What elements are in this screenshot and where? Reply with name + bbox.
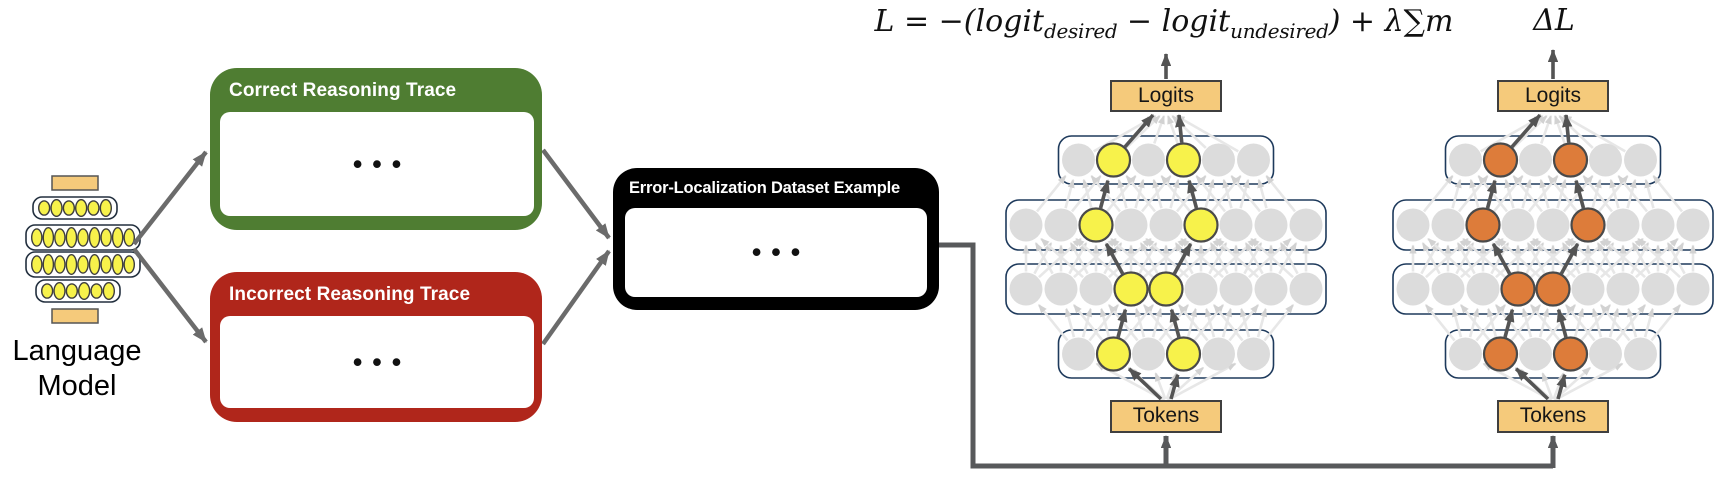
- highlighted-node: [1113, 271, 1149, 307]
- node: [1254, 208, 1288, 242]
- node: [1202, 337, 1235, 371]
- tokens-box-network-2: Tokens: [1497, 400, 1609, 433]
- nodes: [1396, 142, 1710, 372]
- node: [1676, 208, 1710, 242]
- node: [1149, 208, 1183, 242]
- highlighted-node: [1482, 142, 1519, 178]
- node: [1289, 208, 1323, 242]
- node: [1449, 337, 1482, 371]
- incorrect-reasoning-trace-box: Incorrect Reasoning Trace •••: [210, 272, 542, 422]
- highlighted-node: [1482, 336, 1519, 372]
- flow-arrows: [132, 148, 611, 346]
- correct-reasoning-trace-title: Correct Reasoning Trace: [229, 80, 457, 101]
- highlighted-path: [1098, 53, 1199, 401]
- highlighted-node: [1570, 207, 1606, 243]
- attribution-network: [1392, 49, 1714, 402]
- logits-box-network-2: Logits: [1497, 80, 1609, 112]
- language-model-label-line2: Model: [37, 370, 117, 402]
- node: [1219, 272, 1253, 306]
- formula-middle: − logit: [1117, 4, 1231, 39]
- highlighted-path: [1485, 49, 1586, 401]
- correct-reasoning-trace-box: Correct Reasoning Trace •••: [210, 68, 542, 230]
- logits-box-network-1: Logits: [1110, 80, 1222, 112]
- node: [1519, 337, 1552, 371]
- node: [1519, 143, 1552, 177]
- incorrect-reasoning-trace-body: •••: [220, 316, 534, 408]
- node: [1009, 208, 1043, 242]
- language-model-label: Language Model: [0, 334, 154, 404]
- node: [1431, 272, 1465, 306]
- node: [1132, 143, 1165, 177]
- ellipsis-dots: •••: [352, 346, 412, 377]
- error-localization-dataset-body: •••: [625, 208, 927, 297]
- delta-loss-label: ΔL: [1533, 3, 1575, 38]
- node: [1571, 272, 1605, 306]
- node: [1202, 143, 1235, 177]
- node: [1289, 272, 1323, 306]
- highlighted-node: [1095, 336, 1132, 372]
- node: [1044, 208, 1078, 242]
- node: [1219, 208, 1253, 242]
- ellipsis-dots: •••: [751, 237, 811, 267]
- node: [1676, 272, 1710, 306]
- highlighted-node: [1095, 142, 1132, 178]
- node: [1114, 208, 1148, 242]
- incorrect-reasoning-trace-title: Incorrect Reasoning Trace: [229, 284, 471, 305]
- node: [1449, 143, 1482, 177]
- formula-prefix: L = −(logit: [874, 4, 1044, 39]
- error-localization-dataset-box: Error-Localization Dataset Example •••: [613, 168, 939, 310]
- node: [1606, 272, 1640, 306]
- node: [1431, 208, 1465, 242]
- formula-suffix: ) + λ∑m: [1328, 4, 1454, 39]
- highlighted-node: [1078, 207, 1114, 243]
- node: [1606, 208, 1640, 242]
- node: [1396, 272, 1430, 306]
- tokens-box-network-1: Tokens: [1110, 400, 1222, 433]
- highlighted-node: [1165, 336, 1202, 372]
- loss-formula: L = −(logitdesired − logitundesired) + λ…: [856, 4, 1472, 43]
- correct-reasoning-trace-body: •••: [220, 112, 534, 216]
- formula-sub-undesired: undesired: [1230, 19, 1329, 43]
- highlighted-node: [1165, 142, 1202, 178]
- language-model-label-line1: Language: [12, 335, 142, 367]
- node: [1624, 143, 1657, 177]
- highlighted-node: [1552, 336, 1589, 372]
- highlighted-node: [1183, 207, 1219, 243]
- node: [1501, 208, 1535, 242]
- error-localization-dataset-title: Error-Localization Dataset Example: [629, 179, 901, 197]
- node: [1009, 272, 1043, 306]
- node: [1589, 337, 1622, 371]
- node: [1641, 272, 1675, 306]
- highlighted-node: [1465, 207, 1501, 243]
- node: [1237, 143, 1270, 177]
- node: [1254, 272, 1288, 306]
- node: [1079, 272, 1113, 306]
- node: [1624, 337, 1657, 371]
- node: [1641, 208, 1675, 242]
- highlighted-node: [1552, 142, 1589, 178]
- node: [1237, 337, 1270, 371]
- node: [1466, 272, 1500, 306]
- node: [1184, 272, 1218, 306]
- node: [1062, 143, 1095, 177]
- node: [1132, 337, 1165, 371]
- node: [1536, 208, 1570, 242]
- highlighted-node: [1535, 271, 1571, 307]
- node: [1589, 143, 1622, 177]
- loss-computation-network: [1005, 53, 1327, 402]
- node: [1396, 208, 1430, 242]
- highlighted-node: [1500, 271, 1536, 307]
- highlighted-node: [1148, 271, 1184, 307]
- ellipsis-dots: •••: [352, 148, 412, 179]
- dataset-to-tokens-connector: [938, 242, 1559, 469]
- node: [1062, 337, 1095, 371]
- language-model-stack: [25, 175, 141, 324]
- formula-sub-desired: desired: [1043, 19, 1118, 43]
- node: [1044, 272, 1078, 306]
- nodes: [1009, 142, 1323, 372]
